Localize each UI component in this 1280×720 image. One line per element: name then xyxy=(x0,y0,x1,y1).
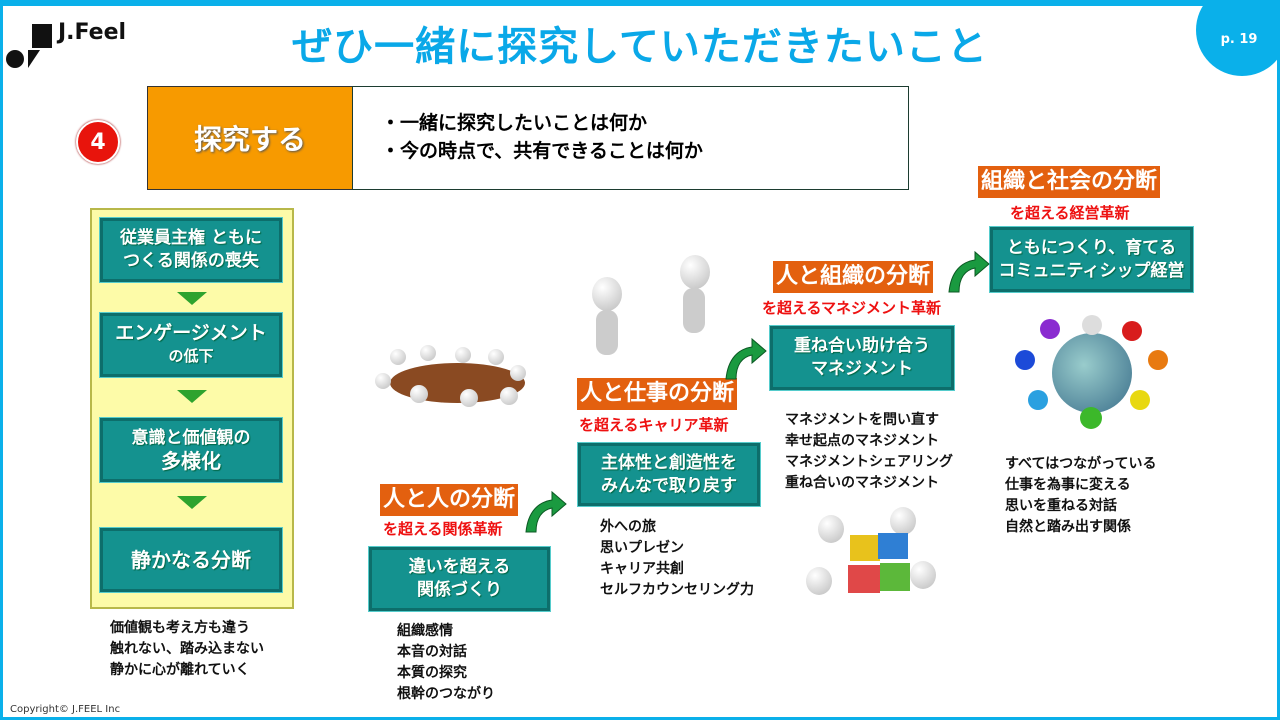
step-label: 探究する xyxy=(147,86,353,190)
logo-text: J.Feel xyxy=(58,20,127,45)
logo-mark xyxy=(28,50,52,68)
stage-items: すべてはつながっている仕事を為事に変える思いを重ねる対話自然と踏み出す関係 xyxy=(1005,454,1156,538)
item: 自然と踏み出す関係 xyxy=(1005,519,1131,535)
stage-box-line: 主体性と創造性を xyxy=(601,452,737,473)
note-line: 触れない、踏み込まない xyxy=(110,641,264,657)
item: マネジメントシェアリング xyxy=(785,454,953,470)
item: 思いを重ねる対話 xyxy=(1005,498,1117,514)
flow-box-line: の低下 xyxy=(168,347,214,365)
beyond-label: を超える関係革新 xyxy=(383,520,503,538)
stage-box-line: コミュニティシップ経営 xyxy=(998,260,1185,281)
item: 外への旅 xyxy=(600,519,656,535)
item: 根幹のつながり xyxy=(397,686,495,702)
stage-box-line: 関係づくり xyxy=(417,580,502,600)
curved-arrow-icon xyxy=(948,250,990,293)
stage-box-line: みんなで取り戻す xyxy=(601,475,737,496)
stage-items: マネジメントを問い直す幸せ起点のマネジメントマネジメントシェアリング重ね合いのマ… xyxy=(785,410,953,494)
flow-box: 静かなる分断 xyxy=(99,527,283,593)
left-flow-notes: 価値観も考え方も違う 触れない、踏み込まない 静かに心が離れていく xyxy=(110,618,264,681)
flow-box: 意識と価値観の多様化 xyxy=(99,417,283,483)
meeting-table-image xyxy=(370,345,545,425)
flow-box-line: 静かなる分断 xyxy=(131,547,251,572)
globe-people-image xyxy=(1010,315,1175,445)
logo-mark xyxy=(32,24,52,48)
item: 組織感情 xyxy=(397,623,453,639)
beyond-label: を超えるマネジメント革新 xyxy=(762,299,941,317)
stage-items: 組織感情本音の対話本質の探究根幹のつながり xyxy=(397,621,495,705)
stage-box: 重ね合い助け合うマネジメント xyxy=(769,325,955,391)
flow-box-line: 多様化 xyxy=(161,449,221,473)
flow-box-line: 意識と価値観の xyxy=(131,428,251,448)
beyond-label: を超える経営革新 xyxy=(1010,204,1130,222)
step-point: ・一緒に探究したいことは何か xyxy=(381,112,648,134)
item: 思いプレゼン xyxy=(600,540,684,556)
flow-box-line: エンゲージメント xyxy=(115,322,267,344)
item: マネジメントを問い直す xyxy=(785,412,939,428)
stage-box: 違いを超える関係づくり xyxy=(368,546,551,612)
logo-mark xyxy=(6,50,24,68)
item: 仕事を為事に変える xyxy=(1005,477,1131,493)
item: セルフカウンセリング力 xyxy=(600,582,754,598)
puzzle-people-image xyxy=(800,505,950,630)
divide-label: 人と仕事の分断 xyxy=(577,378,738,410)
divide-label: 人と組織の分断 xyxy=(773,261,934,293)
flow-box: エンゲージメントの低下 xyxy=(99,312,283,378)
stage-box: ともにつくり、育てるコミュニティシップ経営 xyxy=(989,226,1194,293)
item: 本音の対話 xyxy=(397,644,467,660)
step-point: ・今の時点で、共有できることは何か xyxy=(381,140,703,162)
step-points: ・一緒に探究したいことは何か ・今の時点で、共有できることは何か xyxy=(352,86,909,190)
item: 重ね合いのマネジメント xyxy=(785,475,939,491)
curved-arrow-icon xyxy=(725,337,767,380)
flow-box: 従業員主権 ともにつくる関係の喪失 xyxy=(99,217,283,283)
stage-box-line: マネジメント xyxy=(811,359,913,379)
divide-label: 人と人の分断 xyxy=(380,484,519,516)
curved-arrow-icon xyxy=(525,490,567,533)
stage-items: 外への旅思いプレゼンキャリア共創セルフカウンセリング力 xyxy=(600,517,754,601)
page-title: ぜひ一緒に探究していただきたいこと xyxy=(292,24,988,70)
down-arrow-icon xyxy=(177,496,207,509)
divide-label: 組織と社会の分断 xyxy=(978,166,1161,198)
stage-box: 主体性と創造性をみんなで取り戻す xyxy=(577,442,761,507)
step-number-badge: 4 xyxy=(76,120,120,164)
page-number: p. 19 xyxy=(1196,0,1280,76)
logo: J.Feel xyxy=(6,20,146,70)
note-line: 静かに心が離れていく xyxy=(110,662,250,678)
flow-box-line: 従業員主権 ともに xyxy=(120,228,262,248)
jumping-people-image xyxy=(570,255,730,360)
stage-box-line: 違いを超える xyxy=(408,557,511,577)
beyond-label: を超えるキャリア革新 xyxy=(579,416,729,434)
item: すべてはつながっている xyxy=(1005,456,1157,472)
down-arrow-icon xyxy=(177,390,207,403)
note-line: 価値観も考え方も違う xyxy=(110,620,250,636)
item: キャリア共創 xyxy=(600,561,684,577)
down-arrow-icon xyxy=(177,292,207,305)
copyright: Copyright© J.FEEL Inc xyxy=(10,704,121,715)
item: 本質の探究 xyxy=(397,665,467,681)
flow-box-line: つくる関係の喪失 xyxy=(123,251,259,271)
item: 幸せ起点のマネジメント xyxy=(785,433,939,449)
stage-box-line: ともにつくり、育てる xyxy=(1006,237,1177,258)
stage-box-line: 重ね合い助け合う xyxy=(794,336,930,356)
